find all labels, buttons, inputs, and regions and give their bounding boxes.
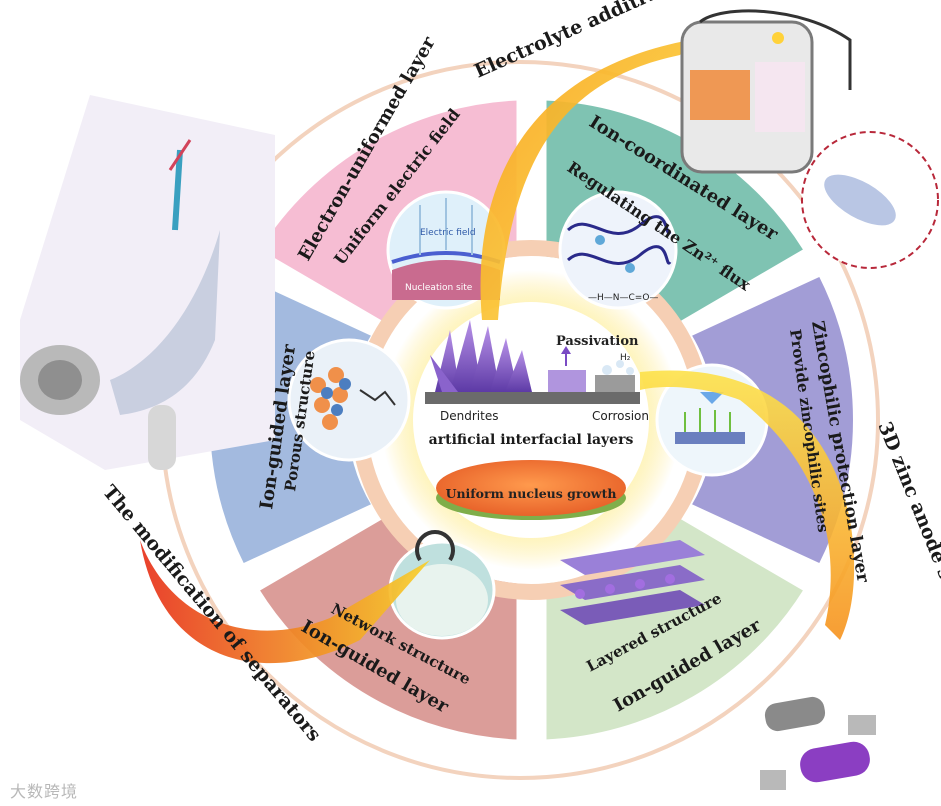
center-title: artificial interfacial layers: [429, 432, 634, 448]
arrow-zinc-anode: [640, 370, 855, 640]
inset-layered: [560, 540, 705, 625]
nucleus-disk: [436, 460, 626, 516]
label-amide-formula: —H—N—C=O—: [588, 293, 658, 303]
label-electric-field: Electric field: [420, 228, 476, 238]
label-h2: H₂: [620, 353, 631, 363]
flexible-battery-illustration: [20, 95, 275, 470]
label-nucleation-site: Nucleation site: [405, 283, 473, 293]
inset-porous: [287, 338, 411, 462]
outer-label-zinc-anode: 3D zinc anode structure: [873, 419, 941, 665]
label-passivation: Passivation: [556, 334, 639, 349]
watermark: 大数跨境: [10, 782, 79, 801]
zinc-battery-illustration: [680, 9, 939, 269]
inset-electric-field: [386, 190, 506, 310]
inset-network: [388, 530, 496, 640]
label-corrosion: Corrosion: [592, 409, 649, 423]
label-dendrites: Dendrites: [440, 409, 498, 423]
zinc-anode-illustration: [760, 696, 876, 790]
inset-zn-flux: [558, 190, 678, 310]
outer-label-electrolyte: Electrolyte additives: [471, 0, 680, 83]
label-uniform-growth: Uniform nucleus growth: [446, 486, 617, 501]
arrow-electrolyte: [480, 40, 690, 320]
dendrite-illustration: [425, 320, 640, 404]
arrow-separators: [140, 540, 430, 664]
